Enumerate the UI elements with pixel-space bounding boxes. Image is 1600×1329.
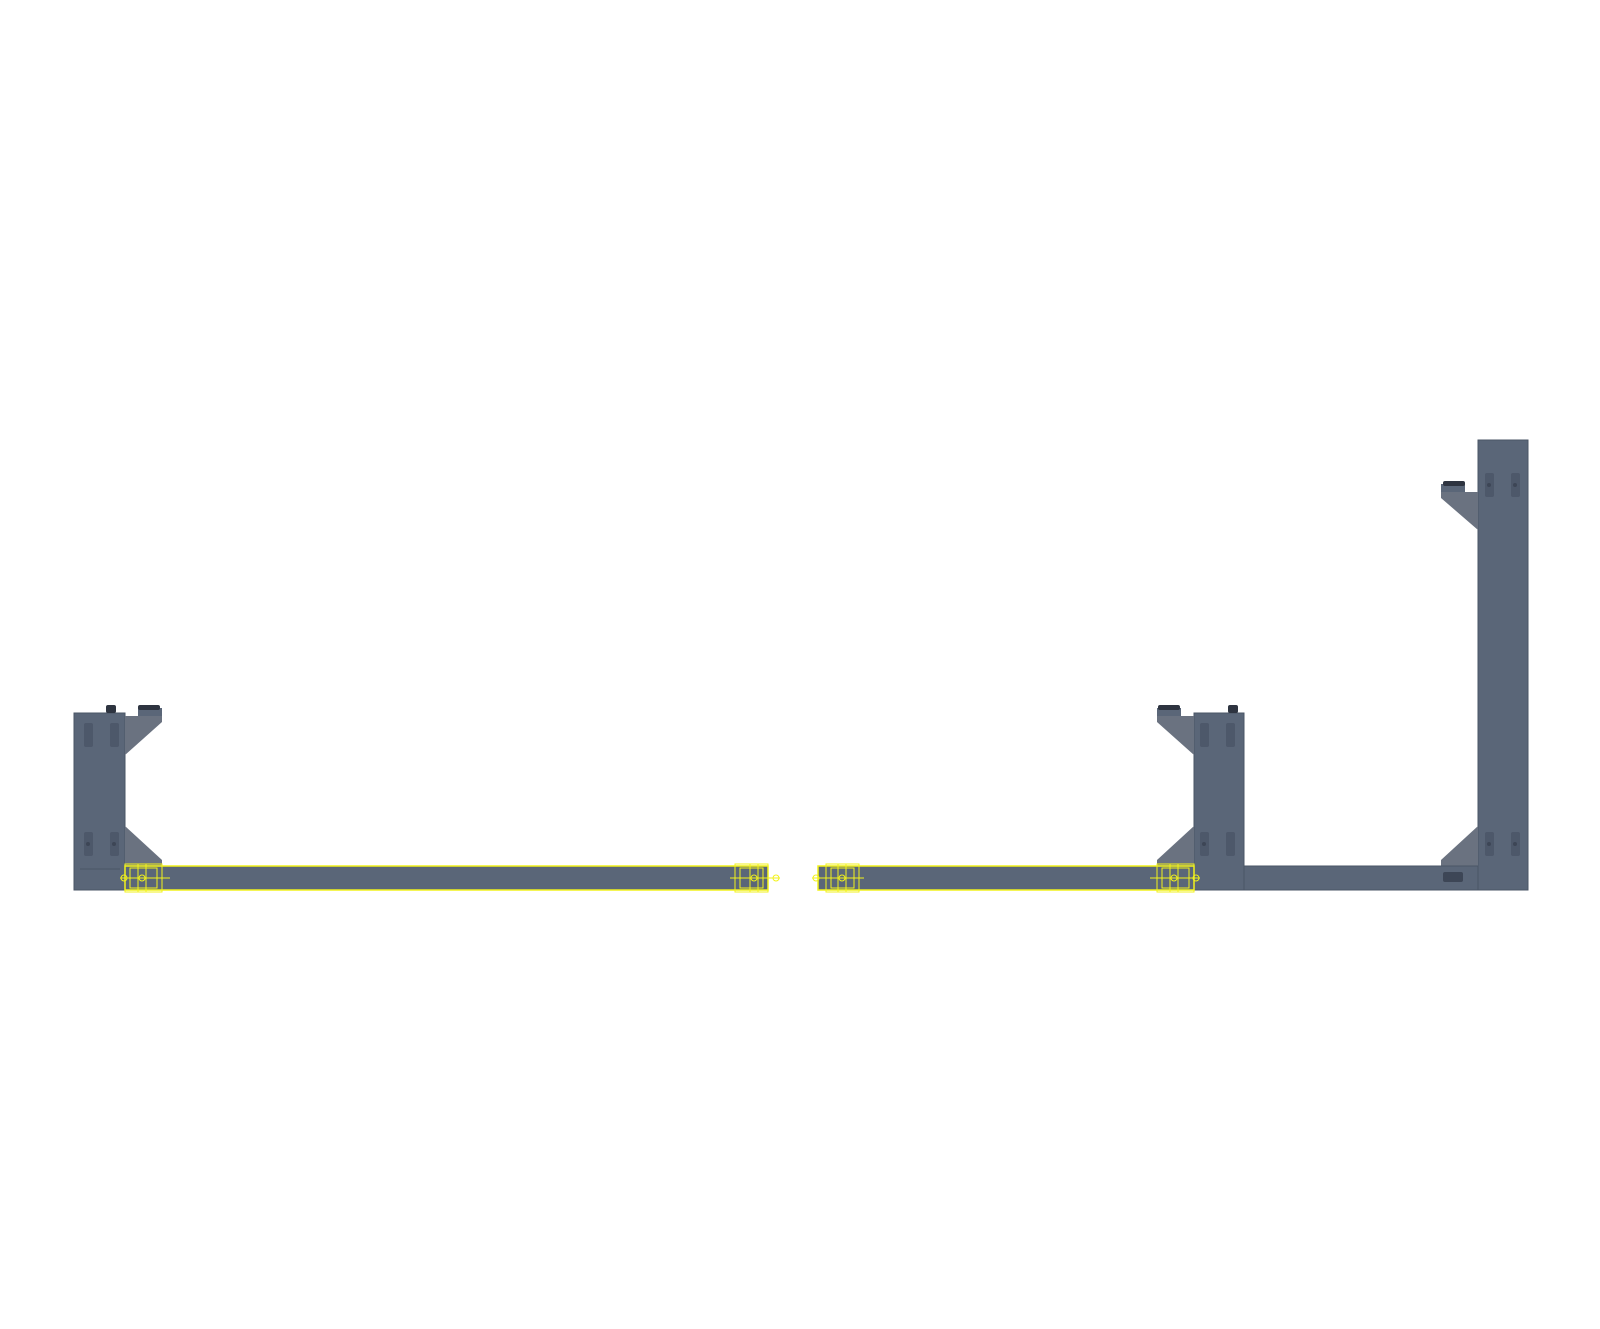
selection-connector (1150, 863, 1200, 893)
gusset-bracket (1157, 708, 1194, 755)
bolt-head (1158, 705, 1238, 713)
right-base-beam[interactable] (1243, 865, 1479, 891)
gusset-bracket (1441, 826, 1478, 866)
slot-mark (1443, 872, 1463, 882)
slot-mark (1226, 723, 1235, 747)
gusset-bracket (1157, 826, 1194, 866)
gusset-bracket (125, 708, 162, 755)
slot-mark (1226, 832, 1235, 856)
slot-mark (84, 723, 93, 747)
slot-mark (1200, 723, 1209, 747)
selection-connector (120, 863, 170, 893)
center-post[interactable] (1193, 712, 1245, 891)
right-tall-post[interactable] (1477, 439, 1529, 891)
selection-connector (730, 863, 780, 893)
gusset-bracket (125, 826, 162, 866)
selected-beam-right[interactable] (812, 863, 1200, 893)
gusset-bracket (1441, 484, 1478, 530)
bolt-head (1443, 481, 1465, 486)
slot-mark (110, 723, 119, 747)
selection-connector (812, 863, 864, 893)
bolt-head (106, 705, 160, 713)
selected-beam-left[interactable] (120, 863, 780, 893)
left-post[interactable] (73, 712, 126, 891)
